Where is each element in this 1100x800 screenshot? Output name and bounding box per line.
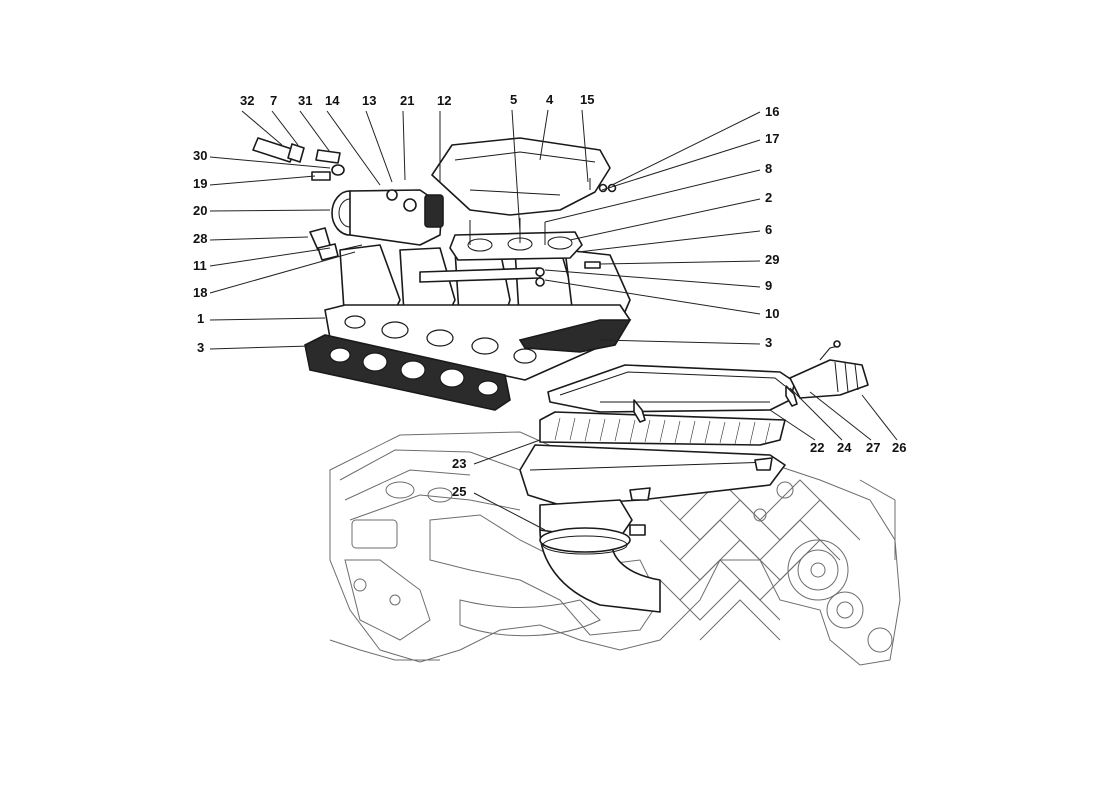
callout-leader-c16 xyxy=(611,111,761,186)
callout-leader-c20 xyxy=(209,209,331,212)
callout-leader-c2 xyxy=(569,198,761,241)
callout-leader-c25 xyxy=(473,492,546,531)
callout-leader-c1 xyxy=(209,317,326,321)
callout-label-c10: 10 xyxy=(765,306,779,321)
callout-label-c1: 1 xyxy=(197,311,204,326)
callout-leader-c18 xyxy=(209,251,356,294)
throttle-gasket xyxy=(424,194,444,228)
callout-leader-c27 xyxy=(809,391,872,441)
callout-label-c17: 17 xyxy=(765,131,779,146)
elbow-clip xyxy=(629,524,646,536)
callout-leader-c6 xyxy=(577,230,761,253)
callout-leader-c3a xyxy=(209,345,311,350)
filter-cover xyxy=(547,364,796,413)
callout-leader-c19 xyxy=(209,175,316,186)
callout-label-c26: 26 xyxy=(892,440,906,455)
throttle-body xyxy=(349,189,443,246)
callout-label-c28: 28 xyxy=(193,231,207,246)
callout-label-c31: 31 xyxy=(298,93,312,108)
callout-leader-c22 xyxy=(769,409,816,441)
callout-label-c6: 6 xyxy=(765,222,772,237)
callout-label-c20: 20 xyxy=(193,203,207,218)
cover-screw xyxy=(785,385,798,407)
callout-label-c27: 27 xyxy=(866,440,880,455)
callout-label-c12: 12 xyxy=(437,93,451,108)
callout-label-c8: 8 xyxy=(765,161,772,176)
callout-label-c30: 30 xyxy=(193,148,207,163)
callout-leader-c26 xyxy=(861,394,898,441)
screw-29 xyxy=(584,261,601,269)
callout-leader-c32 xyxy=(241,110,283,146)
hose-clamp xyxy=(287,143,305,163)
callout-label-c11: 11 xyxy=(193,258,207,273)
callout-label-c3b: 3 xyxy=(765,335,772,350)
callout-leader-c21 xyxy=(402,110,406,181)
callout-leader-c28 xyxy=(209,236,309,241)
callout-leader-c30 xyxy=(209,156,331,169)
callout-label-c19: 19 xyxy=(193,176,207,191)
callout-label-c5: 5 xyxy=(510,92,517,107)
callout-leader-c29 xyxy=(599,260,761,265)
callout-label-c15: 15 xyxy=(580,92,594,107)
callout-leader-c13 xyxy=(365,110,393,183)
callout-label-c23: 23 xyxy=(452,456,466,471)
engine-block xyxy=(329,431,901,666)
callout-label-c14: 14 xyxy=(325,93,340,108)
callout-label-c16: 16 xyxy=(765,104,779,119)
filter-element xyxy=(539,411,786,446)
callout-label-c3a: 3 xyxy=(197,340,204,355)
callout-leader-c17 xyxy=(601,139,761,191)
callout-leader-c15 xyxy=(581,109,589,183)
hose-nipple xyxy=(315,149,341,164)
callout-leader-c14 xyxy=(326,110,381,186)
callout-leader-c10 xyxy=(544,279,761,315)
filter-clip xyxy=(629,487,651,501)
callout-leader-c23 xyxy=(473,439,541,465)
screw-19 xyxy=(311,171,331,181)
callout-leader-c11 xyxy=(209,247,331,267)
callout-label-c21: 21 xyxy=(400,93,414,108)
callout-leader-c5 xyxy=(511,109,521,233)
air-filter-assembly xyxy=(519,340,869,613)
callout-label-c9: 9 xyxy=(765,278,772,293)
elbow-clamp xyxy=(539,527,631,553)
callout-label-c13: 13 xyxy=(362,93,376,108)
callout-label-c25: 25 xyxy=(452,484,466,499)
cap xyxy=(331,164,345,176)
filter-box-lower xyxy=(519,444,786,506)
callout-label-c7: 7 xyxy=(270,93,277,108)
filter-clip xyxy=(754,457,773,471)
vacuum-hose xyxy=(252,137,296,163)
callout-leader-c31 xyxy=(299,110,331,153)
intake-manifold-assembly xyxy=(252,137,632,411)
callout-leader-c3b xyxy=(599,339,761,345)
cover-screw xyxy=(633,399,646,423)
callout-label-c18: 18 xyxy=(193,285,207,300)
callout-label-c4: 4 xyxy=(546,92,554,107)
callout-label-c24: 24 xyxy=(837,440,852,455)
callout-leader-c9 xyxy=(544,269,761,288)
callout-leader-c4 xyxy=(539,109,549,161)
hose-11 xyxy=(317,243,339,261)
callout-label-c22: 22 xyxy=(810,440,824,455)
manifold-gasket-rear xyxy=(518,319,632,353)
callout-label-c32: 32 xyxy=(240,93,254,108)
callout-leader-c7 xyxy=(271,110,299,146)
callout-label-c29: 29 xyxy=(765,252,779,267)
callout-label-c2: 2 xyxy=(765,190,772,205)
plenum-chamber xyxy=(431,137,611,216)
callout-leader-c24 xyxy=(789,387,843,441)
callout-leader-c8 xyxy=(544,169,761,223)
